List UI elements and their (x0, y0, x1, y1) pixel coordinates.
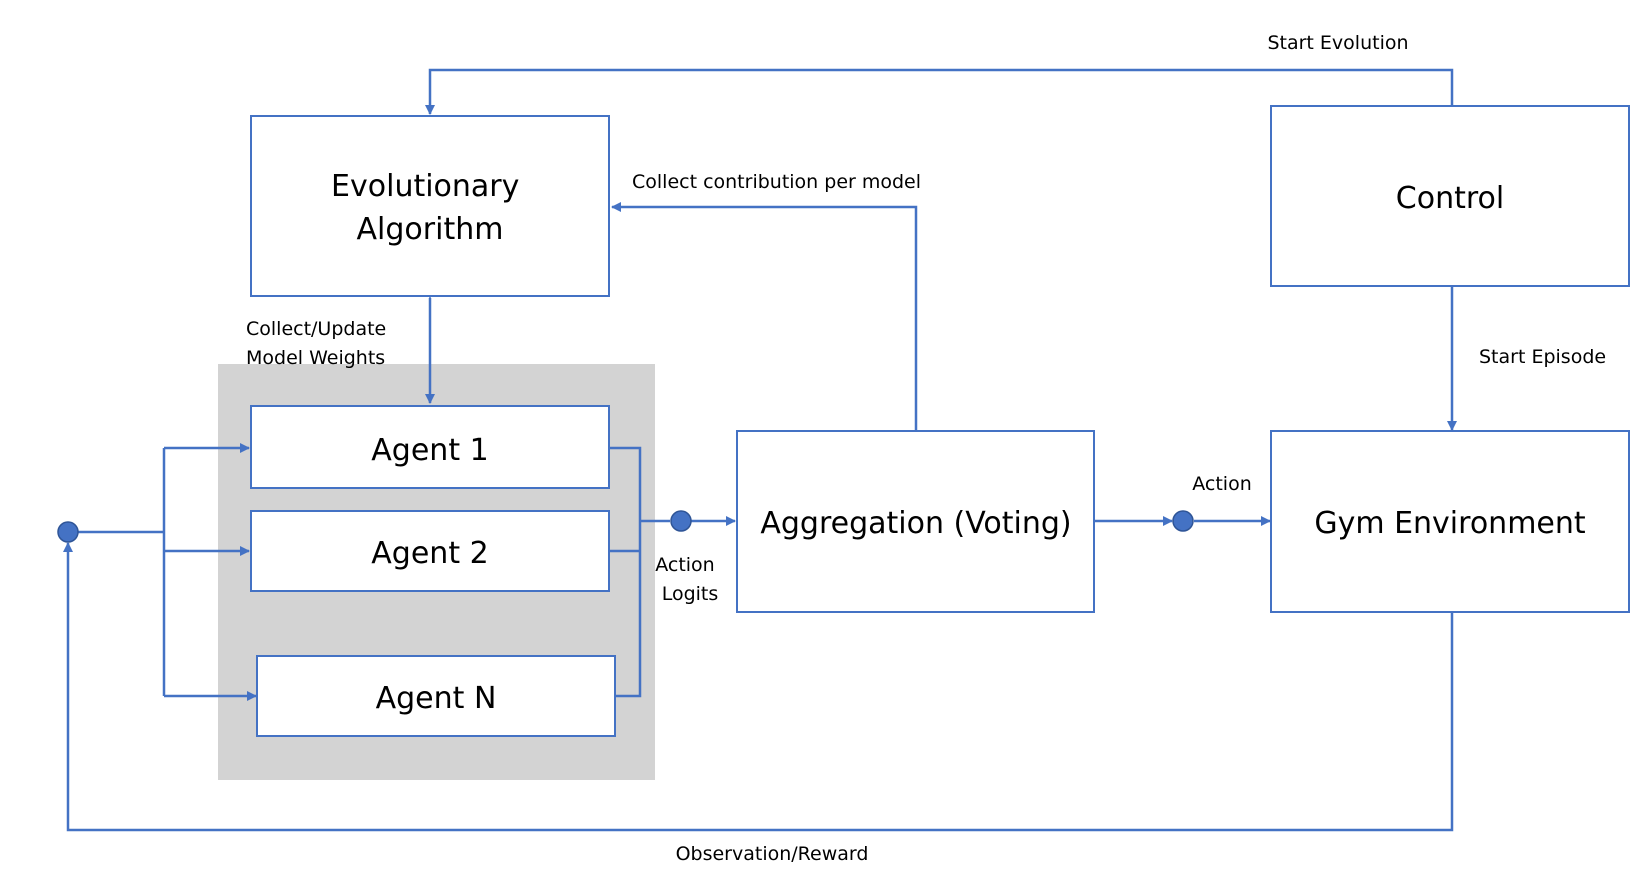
observation-reward-label: Observation/Reward (676, 843, 869, 865)
control-box (1270, 105, 1630, 287)
aggregation-box (736, 430, 1095, 613)
evolutionary-algorithm-box (250, 115, 610, 297)
agent-n-box (256, 655, 616, 737)
collect-contribution-label: Collect contribution per model (632, 171, 921, 193)
action-logits-label: Action Logits (655, 554, 721, 605)
edge-observation-reward (63, 542, 1454, 832)
edge-start-evolution (425, 68, 1454, 115)
aggregation-label: Aggregation (Voting) (760, 506, 1071, 541)
collect-update-label-line1: Collect/Update (246, 318, 386, 340)
edge-agent1-output (609, 446, 642, 698)
gym-environment-box (1270, 430, 1630, 613)
junction-input (57, 521, 79, 543)
action-logits-label-line1: Action (655, 554, 715, 576)
agent-n-label: Agent N (376, 681, 497, 716)
junction-action (1172, 510, 1194, 532)
action-label: Action (1192, 473, 1252, 495)
start-episode-label: Start Episode (1479, 346, 1606, 368)
agent-2-label: Agent 2 (371, 536, 488, 571)
collect-update-label: Collect/Update Model Weights (246, 318, 392, 369)
gym-environment-label: Gym Environment (1314, 506, 1586, 541)
junction-action-logits (670, 510, 692, 532)
collect-update-label-line2: Model Weights (246, 347, 385, 369)
edge-collect-contribution (611, 202, 921, 439)
control-label: Control (1396, 181, 1504, 216)
start-evolution-label: Start Evolution (1267, 32, 1408, 54)
evolutionary-algorithm-label-line2: Algorithm (357, 212, 504, 247)
agent-1-label: Agent 1 (371, 433, 488, 468)
action-logits-label-line2: Logits (662, 583, 719, 605)
evolutionary-algorithm-label-line1: Evolutionary (331, 169, 519, 204)
agent-1-box (250, 405, 610, 489)
agent-2-box (250, 510, 610, 592)
evolutionary-algorithm-label: Evolutionary Algorithm (331, 169, 529, 247)
